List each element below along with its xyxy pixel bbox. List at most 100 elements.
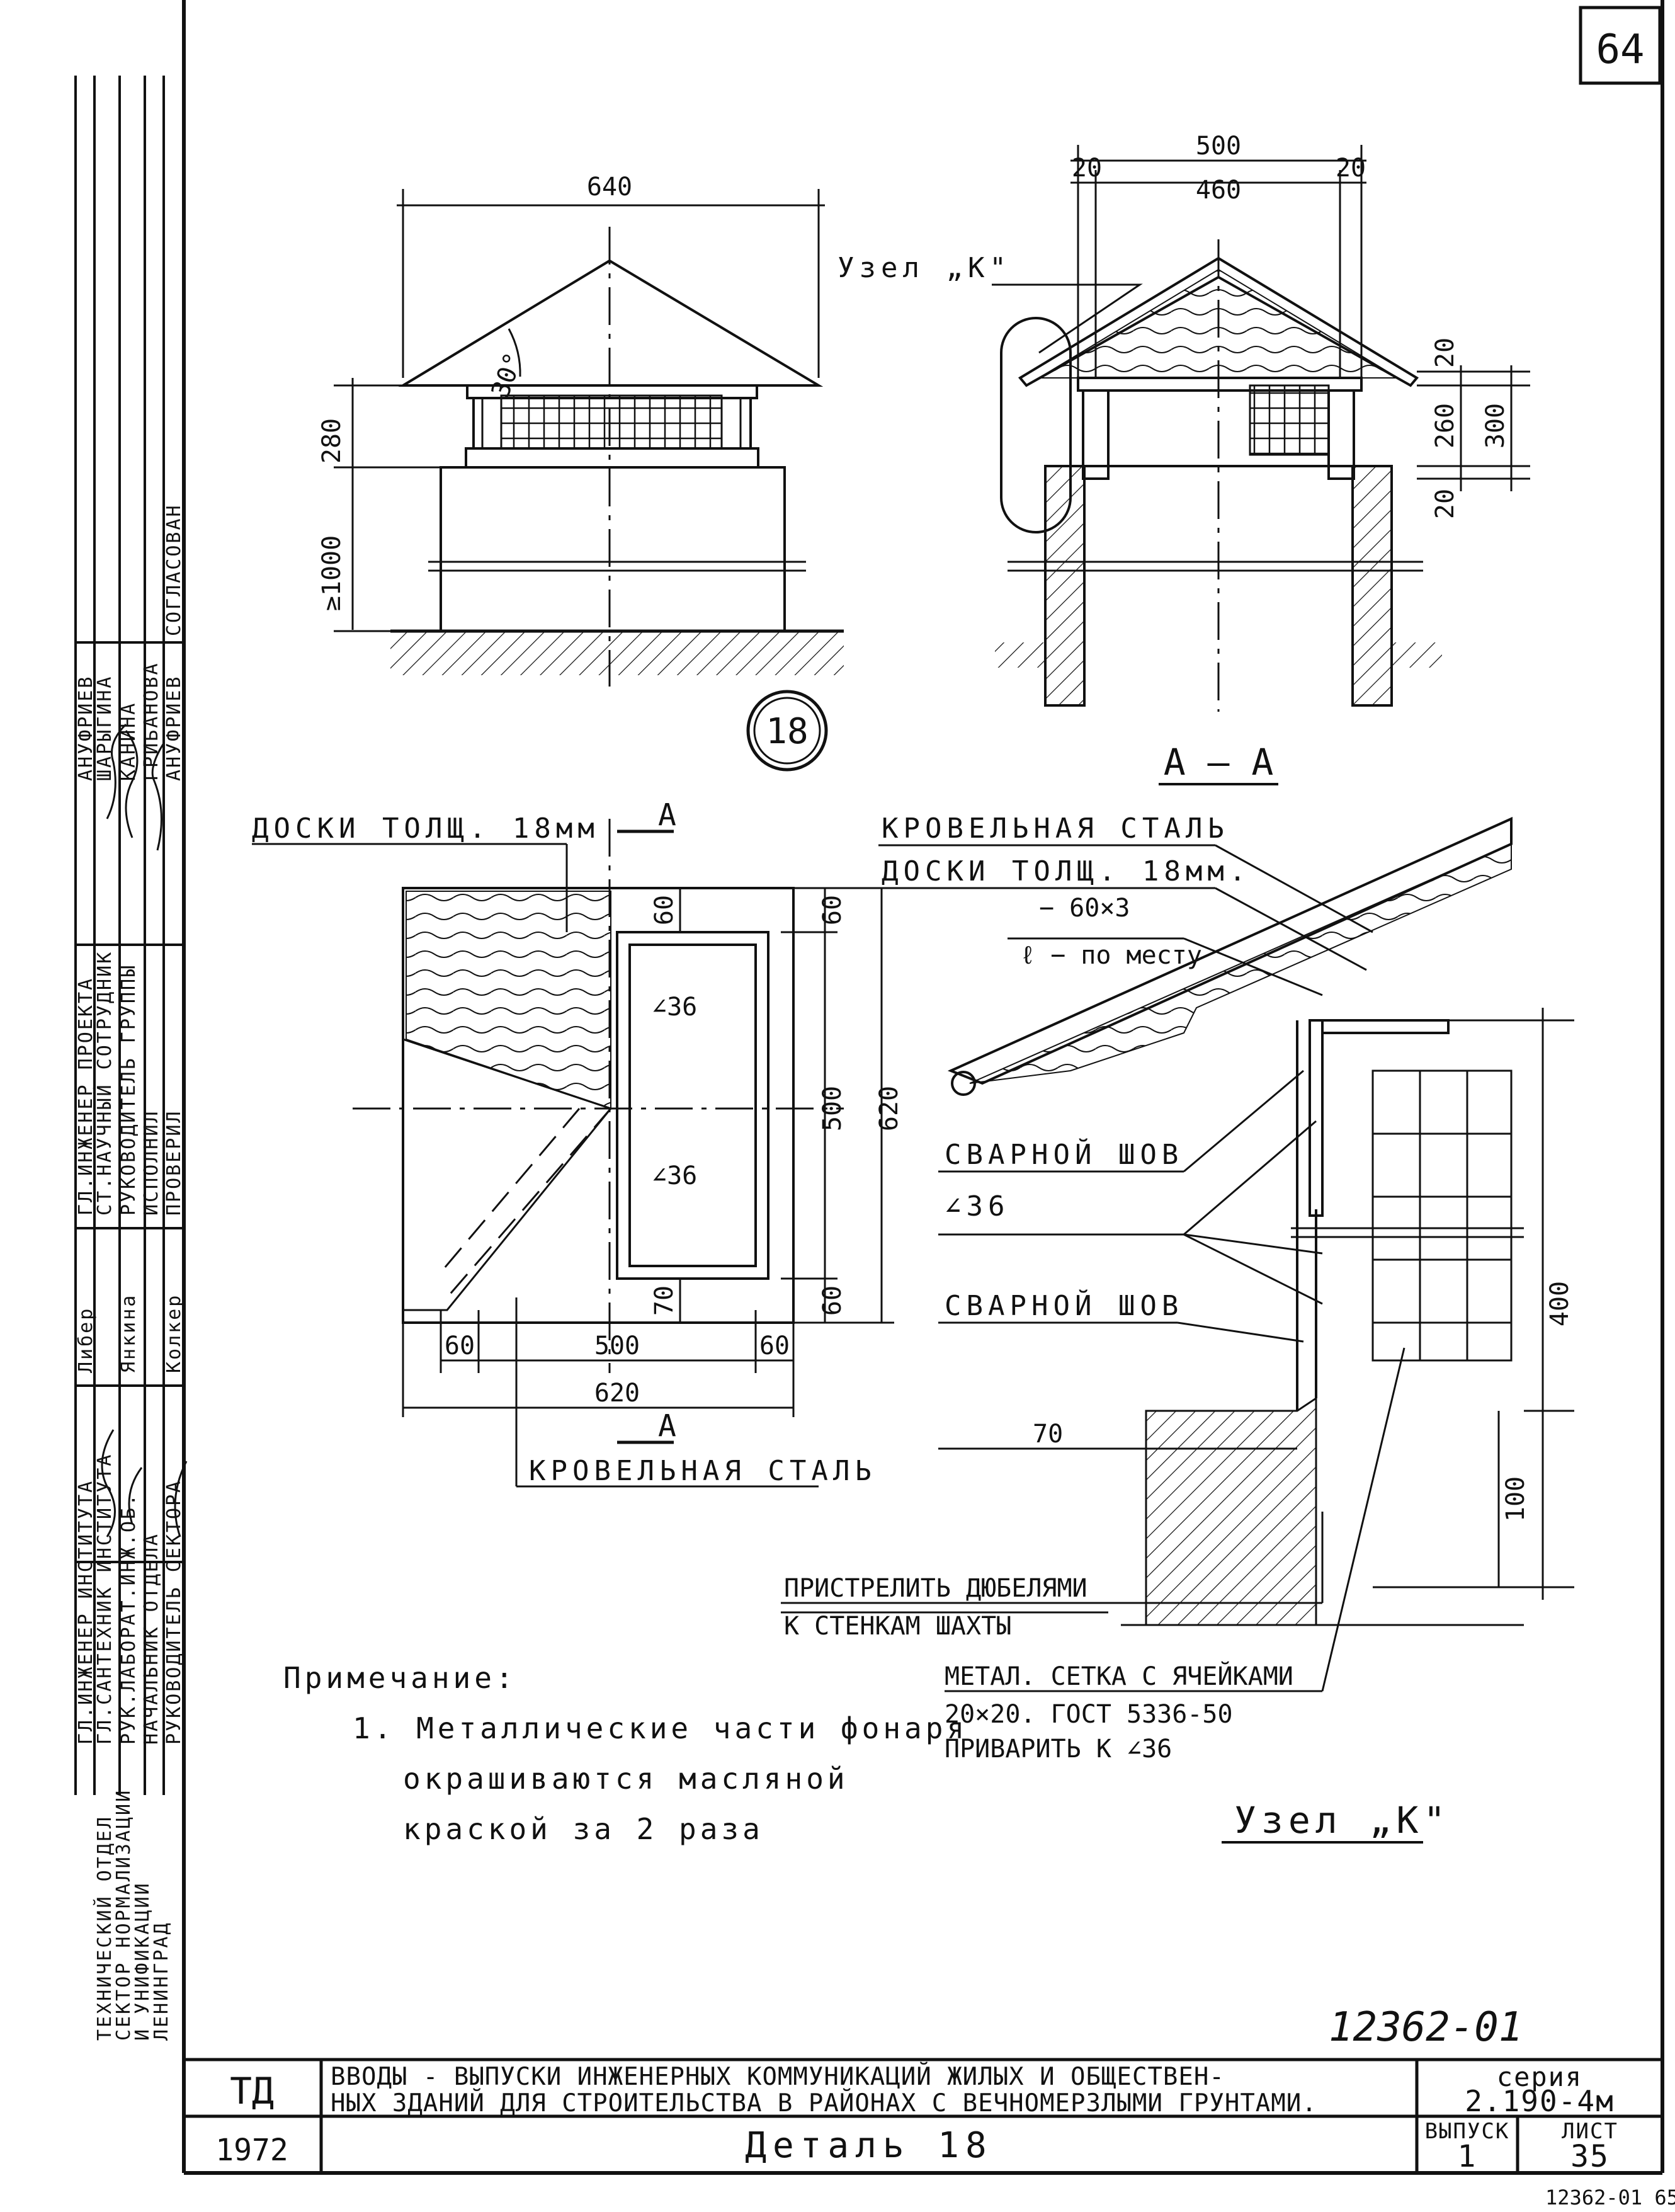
node-k-callout: Узел „К"	[838, 252, 1011, 284]
tb-series-label: серия	[1497, 2061, 1582, 2092]
stamp-p5-name: АНУФРИЕВ	[163, 675, 185, 782]
plan-dim-620: 620	[594, 1379, 640, 1408]
title-block	[184, 2058, 1662, 2173]
plan-dimensions	[402, 830, 894, 1488]
tb-detail: Деталь 18	[745, 2125, 992, 2166]
note-heading: Примечание:	[283, 1661, 517, 1695]
plan-angle-bottom: ∠36	[652, 1161, 697, 1190]
tb-series-value: 2.190-4м	[1465, 2084, 1615, 2118]
detail-circle	[746, 690, 828, 772]
stamp-r5-name: Колкер	[163, 1294, 185, 1373]
stamp-org-3: И УНИФИКАЦИИ	[132, 1881, 154, 2041]
plan-angle-top: ∠36	[652, 993, 697, 1022]
stamp-p4-role: ИСПОЛНИЛ	[140, 1110, 162, 1216]
node-k-view	[947, 816, 1524, 1626]
tb-sheet-value: 35	[1570, 2139, 1610, 2174]
section-aa-view	[1000, 239, 1423, 712]
node-k-leaders	[781, 844, 1574, 1692]
plan-view	[353, 819, 844, 1373]
tb-title-1: ВВОДЫ - ВЫПУСКИ ИНЖЕНЕРНЫХ КОММУНИКАЦИЙ …	[331, 2061, 1225, 2091]
node-k-mesh-3: ПРИВАРИТЬ К ∠36	[945, 1735, 1172, 1764]
note-block: Примечание: 1. Металлические части фонар…	[283, 1661, 968, 1846]
node-k-boards: ДОСКИ ТОЛЩ. 18мм.	[882, 855, 1251, 887]
stamp-p3-role: РУКОВОДИТЕЛЬ ГРУППЫ	[118, 964, 140, 1216]
stamp-p1-name: АНУФРИЕВ	[75, 675, 97, 782]
dim-aa-r2: 260	[1431, 403, 1460, 448]
stamp-r4-role: НАЧАЛЬНИК ОТДЕЛА	[140, 1532, 162, 1745]
tb-org-code: ТД	[230, 2070, 274, 2112]
dim-aa-total: 300	[1481, 403, 1510, 448]
node-k-strip: − 60×3	[1039, 894, 1130, 923]
stamp-agreed: СОГЛАСОВАН	[163, 503, 185, 636]
dim-aa-r1: 20	[1431, 338, 1460, 368]
stamp-r2-role: ГЛ.САНТЕХНИК ИНСТИТУТА	[94, 1453, 116, 1745]
plan-dim-60-right-bottom: 60	[818, 1286, 847, 1316]
node-k-dim-100: 100	[1501, 1476, 1530, 1522]
detail-circle-label: 18	[766, 711, 808, 752]
note-line-2: окрашиваются масляной	[403, 1762, 849, 1796]
archive-number: 12362-01	[1329, 2004, 1523, 2051]
dim-20-right: 20	[1336, 154, 1366, 183]
node-k-title: Узел „К"	[1234, 1799, 1450, 1842]
section-mark-bottom: А	[658, 1408, 676, 1444]
dim-aa-r3: 20	[1431, 489, 1460, 519]
plan-steel-label: КРОВЕЛЬНАЯ СТАЛЬ	[529, 1455, 877, 1487]
side-stamp	[74, 76, 184, 1795]
node-k-dim-400: 400	[1545, 1281, 1574, 1326]
note-line-1: 1. Металлические части фонаря	[353, 1711, 968, 1745]
plan-dim-500: 500	[594, 1331, 640, 1360]
sheet-frame	[182, 0, 1664, 2175]
node-k-dowels-2: К СТЕНКАМ ШАХТЫ	[784, 1612, 1011, 1641]
dim-640: 640	[587, 173, 632, 202]
node-k-weld-2: СВАРНОЙ ШОВ	[945, 1289, 1183, 1322]
node-k-dowels-1: ПРИСТРЕЛИТЬ ДЮБЕЛЯМИ	[784, 1574, 1087, 1603]
dim-20-left: 20	[1072, 154, 1102, 183]
plan-dim-60-right: 60	[759, 1331, 790, 1360]
stamp-org-1: ТЕХНИЧЕСКИЙ ОТДЕЛ	[93, 1815, 116, 2041]
section-aa-dimensions	[1070, 145, 1530, 491]
stamp-p2-role: СТ.НАУЧНЫЙ СОТРУДНИК	[93, 950, 116, 1216]
plan-dim-500-right: 500	[818, 1086, 847, 1131]
plan-dim-60-left: 60	[445, 1331, 475, 1360]
tb-year: 1972	[215, 2133, 288, 2168]
stamp-p5-role: ПРОВЕРИЛ	[163, 1110, 185, 1216]
stamp-org-4: ЛЕНИНГРАД	[150, 1921, 173, 2041]
stamp-r3-name: Янкина	[118, 1294, 140, 1373]
stamp-p2-name: ШАРЫГИНА	[94, 675, 116, 782]
section-aa-label: А — А	[1164, 741, 1274, 784]
node-k-mesh-2: 20×20. ГОСТ 5336-50	[945, 1700, 1233, 1729]
stamp-r1-role: ГЛ.ИНЖЕНЕР ИНСТИТУТА	[75, 1479, 97, 1745]
plan-dim-620-right: 620	[875, 1086, 904, 1131]
node-k-weld-1: СВАРНОЙ ШОВ	[945, 1137, 1183, 1171]
stamp-r5-role: РУКОВОДИТЕЛЬ СЕКТОРА	[163, 1479, 185, 1745]
tb-sheet-label: ЛИСТ	[1562, 2119, 1618, 2144]
node-k-angle: ∠36	[945, 1190, 1009, 1223]
stamp-r1-name: Либер	[75, 1307, 97, 1373]
stamp-p4-name: ГРИБАНОВА	[140, 661, 162, 781]
plan-dim-60-right-top: 60	[818, 895, 847, 925]
dim-280: 280	[317, 418, 346, 464]
corner-number: 64	[1596, 26, 1644, 73]
signatures	[101, 723, 188, 1537]
elevation-view	[398, 227, 824, 687]
elevation-dimensions	[334, 189, 825, 632]
node-k-dim-70: 70	[1033, 1420, 1063, 1449]
stamp-r3-role: РУК.ЛАБОРАТ.ИНЖ.ОБ.	[118, 1493, 140, 1745]
note-line-3: краской за 2 раза	[403, 1812, 764, 1846]
dim-460: 460	[1196, 176, 1241, 205]
node-k-mesh-1: МЕТАЛ. СЕТКА С ЯЧЕЙКАМИ	[945, 1661, 1293, 1691]
node-k-strip-note: ℓ − по месту	[1020, 941, 1202, 970]
stamp-p1-role: ГЛ.ИНЖЕНЕР ПРОЕКТА	[75, 977, 97, 1216]
dim-1000: ≥1000	[317, 535, 346, 611]
tb-issue-value: 1	[1458, 2139, 1477, 2174]
plan-dim-70: 70	[650, 1286, 679, 1316]
section-mark-top: А	[658, 797, 676, 833]
plan-dim-60-top: 60	[650, 895, 679, 925]
side-stamp-text: ГЛ.ИНЖЕНЕР ИНСТИТУТА ГЛ.САНТЕХНИК ИНСТИТ…	[75, 503, 185, 2041]
tb-issue-label: ВЫПУСК	[1425, 2119, 1510, 2144]
plan-boards-label: ДОСКИ ТОЛЩ. 18мм	[252, 812, 599, 845]
bottom-archive: 12362-01 65	[1545, 2186, 1675, 2209]
dim-500-aa: 500	[1196, 132, 1241, 161]
stamp-org-2: СЕКТОР НОРМАЛИЗАЦИИ	[113, 1789, 135, 2041]
